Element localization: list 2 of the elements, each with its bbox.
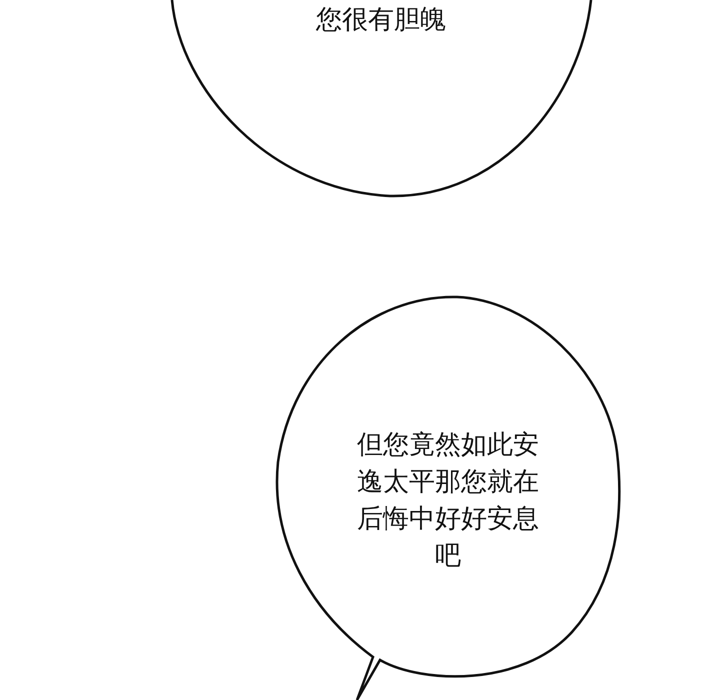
speech-text: 您很有胆魄 (315, 4, 447, 37)
speech-text: 但您竟然如此安逸太平那您就在后悔中好好安息吧 (357, 429, 539, 573)
